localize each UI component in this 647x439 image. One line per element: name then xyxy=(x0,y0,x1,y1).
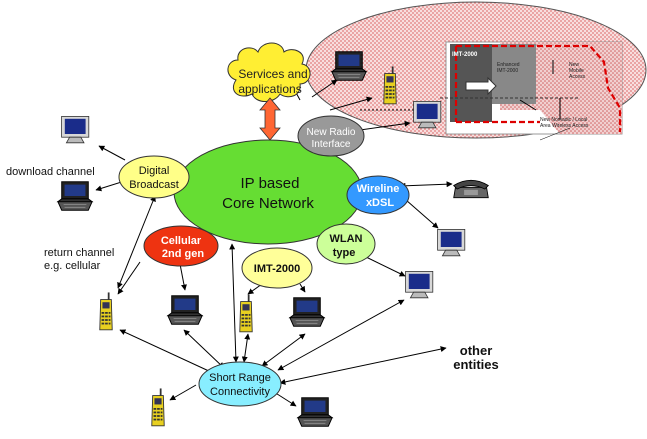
new-radio-label-line-2: Interface xyxy=(312,139,351,150)
other-entities-label-line-2: entities xyxy=(453,357,499,372)
short-range-label-line-1: Short Range xyxy=(209,372,271,384)
inset-new-mobile-line-2: Mobile xyxy=(569,68,584,74)
download-channel-label: download channel xyxy=(6,166,95,178)
imt-2000-label: IMT-2000 xyxy=(254,263,300,275)
services-label-line-1: Services and xyxy=(238,67,307,81)
cellular-label-line-2: 2nd gen xyxy=(162,248,204,260)
digital-broadcast-label-line-1: Digital xyxy=(139,165,170,177)
mobile-phone-icon xyxy=(99,292,113,331)
core-network-label-line-2: Core Network xyxy=(222,195,314,212)
wireline-label-line-1: Wireline xyxy=(357,183,400,195)
services-core-double-arrow xyxy=(259,97,281,141)
wireline-xdsl-node xyxy=(346,175,410,215)
inset-enhanced-line-2: IMT-2000 xyxy=(497,68,518,74)
mobile-phone-icon xyxy=(239,294,253,333)
digital-broadcast-label-line-2: Broadcast xyxy=(129,179,179,191)
return-channel-label-line-2: e.g. cellular xyxy=(44,260,101,272)
wireline-label-line-2: xDSL xyxy=(366,197,394,209)
imt-inset-diagram: IMT-2000 Enhanced IMT-2000 New Mobile Ac… xyxy=(360,41,623,141)
laptop-icon xyxy=(57,181,93,211)
digital-broadcast-node xyxy=(118,155,190,199)
other-entities-label-line-1: other xyxy=(460,343,493,358)
services-label-line-2: applications xyxy=(238,82,301,96)
new-radio-interface-node xyxy=(297,115,365,157)
telephone-icon xyxy=(453,179,489,199)
cellular-2nd-gen-node xyxy=(143,225,219,267)
cellular-label-line-1: Cellular xyxy=(161,235,202,247)
inset-new-mobile-line-1: New xyxy=(569,62,579,68)
monitor-icon xyxy=(61,115,90,144)
inset-imt-tag: IMT-2000 xyxy=(452,52,478,58)
inset-nomadic-line-2: Area Wireless Access xyxy=(540,123,589,129)
short-range-label-line-2: Connectivity xyxy=(210,386,270,398)
laptop-icon xyxy=(331,51,367,81)
monitor-icon xyxy=(405,270,434,299)
return-channel-label-line-1: return channel xyxy=(44,247,114,259)
wlan-label-line-1: WLAN xyxy=(330,233,363,245)
core-network-label-line-1: IP based xyxy=(241,175,300,192)
wlan-label-line-2: type xyxy=(333,247,356,259)
laptop-icon xyxy=(167,295,203,325)
services-cloud xyxy=(227,42,311,102)
wlan-type-node xyxy=(316,223,376,265)
inset-new-mobile-line-3: Access xyxy=(569,74,586,80)
mobile-phone-icon xyxy=(151,388,165,427)
inset-enhanced-line-1: Enhanced xyxy=(497,62,520,68)
inset-nomadic-line-1: New Nomadic / Local xyxy=(540,117,587,123)
laptop-icon xyxy=(289,297,325,327)
laptop-icon xyxy=(297,397,333,427)
new-radio-label-line-1: New Radio xyxy=(307,127,356,138)
monitor-icon xyxy=(437,228,466,257)
short-range-connectivity-node xyxy=(198,361,282,407)
imt-2000-node xyxy=(241,247,313,289)
